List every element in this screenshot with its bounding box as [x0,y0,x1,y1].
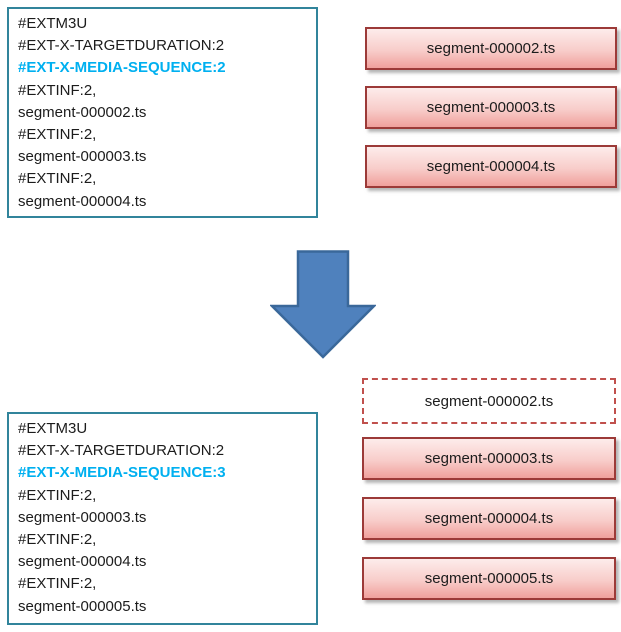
playlist-line: #EXTINF:2, [18,486,97,504]
playlist-line: #EXT-X-TARGETDURATION:2 [18,442,225,460]
segment-box-before-3: segment-000004.ts [365,145,617,188]
segment-box-before-1: segment-000002.ts [365,27,617,70]
playlist-box-after: #EXTM3U #EXT-X-TARGETDURATION:2 #EXT-X-M… [7,412,318,625]
playlist-line: #EXT-X-TARGETDURATION:2 [18,37,225,55]
playlist-line: #EXTINF:2, [18,530,97,548]
segment-box-after-3: segment-000005.ts [362,557,616,600]
down-arrow-icon [268,250,378,359]
playlist-line: #EXTM3U [18,420,88,437]
segment-box-after-2: segment-000004.ts [362,497,616,540]
playlist-line: segment-000005.ts [18,597,147,615]
playlist-line: #EXTINF:2, [18,81,97,99]
playlist-line: segment-000004.ts [18,553,147,571]
playlist-line: #EXTM3U [18,15,88,32]
segment-label: segment-000004.ts [424,510,554,527]
segment-label: segment-000002.ts [426,40,556,57]
playlist-line: #EXTINF:2, [18,575,97,593]
playlist-line: segment-000003.ts [18,148,147,166]
playlist-line: #EXTINF:2, [18,125,97,143]
segment-label: segment-000005.ts [424,570,554,587]
playlist-line: segment-000004.ts [18,192,147,210]
segment-label: segment-000003.ts [426,99,556,116]
segment-label: segment-000003.ts [424,450,554,467]
playlist-box-before: #EXTM3U #EXT-X-TARGETDURATION:2 #EXT-X-M… [7,7,318,218]
playlist-line: segment-000002.ts [18,103,147,121]
segment-box-after-removed: segment-000002.ts [362,378,616,424]
segment-box-after-1: segment-000003.ts [362,437,616,480]
playlist-line: segment-000003.ts [18,508,147,526]
segment-label: segment-000004.ts [426,158,556,175]
playlist-line: #EXTINF:2, [18,170,97,188]
playlist-line-media-sequence: #EXT-X-MEDIA-SEQUENCE:3 [18,464,226,482]
segment-box-before-2: segment-000003.ts [365,86,617,129]
playlist-line-media-sequence: #EXT-X-MEDIA-SEQUENCE:2 [18,59,226,77]
segment-label: segment-000002.ts [424,392,554,410]
